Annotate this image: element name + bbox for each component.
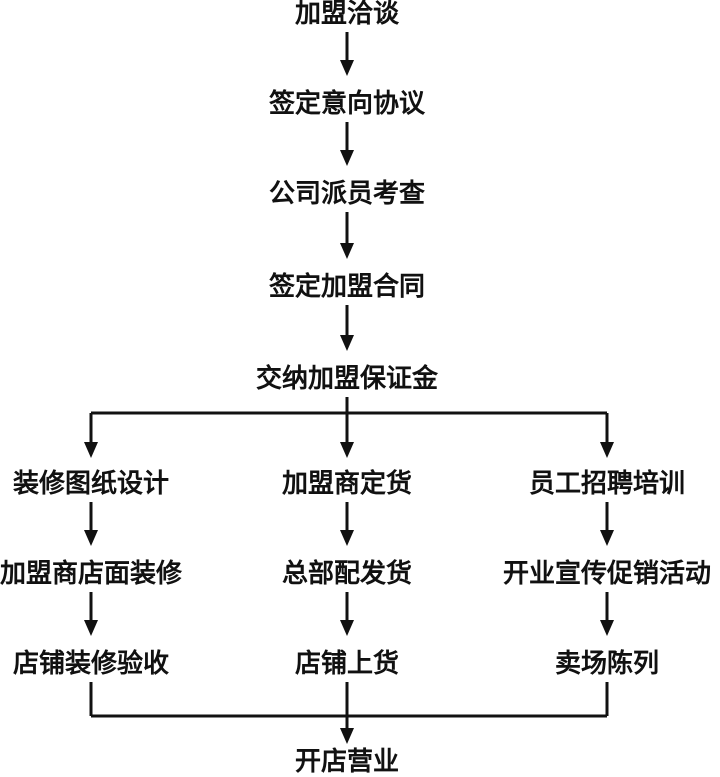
- flow-connectors: [84, 32, 614, 744]
- step-pay-deposit: 交纳加盟保证金: [256, 363, 439, 394]
- arrowhead-7: [84, 530, 98, 546]
- step-store-display: 卖场陈列: [555, 648, 659, 679]
- arrowhead-1: [340, 150, 354, 166]
- arrowhead-6: [600, 442, 614, 458]
- arrowhead-5: [340, 442, 354, 458]
- arrowhead-11: [600, 530, 614, 546]
- step-company-inspection: 公司派员考查: [269, 179, 425, 209]
- step-store-opening: 开店营业: [295, 747, 399, 777]
- arrowhead-0: [340, 60, 354, 76]
- step-sign-intent-agreement: 签定意向协议: [269, 88, 426, 119]
- arrowhead-8: [84, 620, 98, 636]
- step-hq-shipping: 总部配发货: [282, 558, 412, 589]
- arrowhead-4: [84, 442, 98, 458]
- arrowhead-2: [340, 243, 354, 259]
- arrowhead-9: [340, 530, 354, 546]
- step-sign-franchise-contract: 签定加盟合同: [269, 271, 425, 302]
- arrowhead-13: [340, 728, 354, 744]
- step-opening-promotion: 开业宣传促销活动: [503, 558, 711, 589]
- step-staff-recruitment: 员工招聘培训: [529, 469, 685, 499]
- step-store-stocking: 店铺上货: [295, 648, 399, 679]
- arrowhead-12: [600, 620, 614, 636]
- step-store-renovation: 加盟商店面装修: [0, 558, 183, 589]
- step-franchisee-order: 加盟商定货: [282, 468, 412, 499]
- arrowhead-3: [340, 335, 354, 351]
- arrowhead-10: [340, 620, 354, 636]
- step-renovation-acceptance: 店铺装修验收: [13, 648, 169, 679]
- step-renovation-design: 装修图纸设计: [13, 468, 169, 499]
- step-franchise-negotiation: 加盟洽谈: [295, 0, 400, 29]
